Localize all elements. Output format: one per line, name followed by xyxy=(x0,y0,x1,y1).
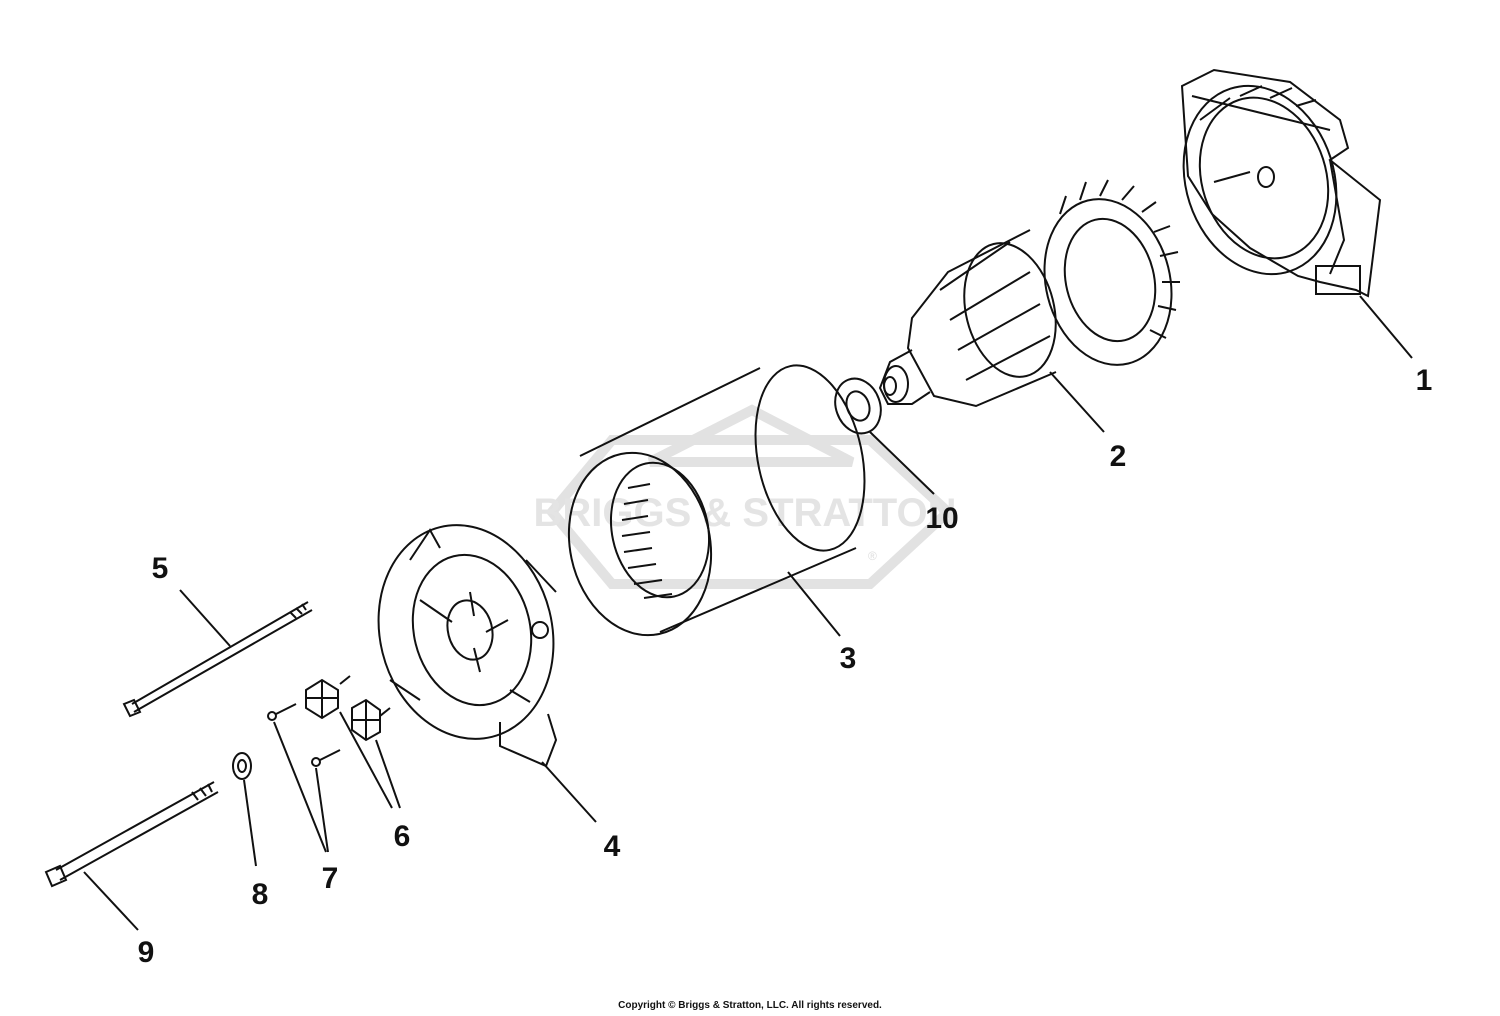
callout-1: 1 xyxy=(1416,364,1433,397)
leader-line-6a xyxy=(339,711,393,809)
leader-line-9 xyxy=(83,871,139,931)
part-5-through-bolt xyxy=(122,601,313,718)
callout-3: 3 xyxy=(840,642,857,675)
leader-line-8 xyxy=(243,779,257,867)
leader-line-1 xyxy=(1359,295,1413,359)
leader-line-7a xyxy=(273,721,327,853)
watermark-text: BRIGGS & STRATTON xyxy=(534,491,957,535)
part-1-rear-housing xyxy=(1180,68,1382,298)
callout-7: 7 xyxy=(322,862,339,895)
part-3-stator xyxy=(567,364,866,637)
part-7-screws xyxy=(267,703,341,767)
watermark-roof xyxy=(647,404,855,467)
leader-line-7b xyxy=(315,767,329,853)
leader-line-4 xyxy=(541,761,597,823)
callout-6: 6 xyxy=(394,820,411,853)
part-4-end-bell xyxy=(377,524,558,768)
leader-line-10 xyxy=(869,431,935,495)
leader-line-2 xyxy=(1049,371,1105,433)
leader-line-3 xyxy=(787,571,841,637)
part-2-rotor xyxy=(878,179,1180,408)
watermark-registered-mark: ® xyxy=(868,549,877,563)
callout-9: 9 xyxy=(138,936,155,969)
callout-10: 10 xyxy=(925,502,958,535)
callout-5: 5 xyxy=(152,552,169,585)
part-9-long-bolt xyxy=(44,781,219,888)
callout-4: 4 xyxy=(604,830,621,863)
copyright-notice: Copyright © Briggs & Stratton, LLC. All … xyxy=(618,1000,882,1011)
part-10-washer xyxy=(834,377,882,435)
leader-line-6b xyxy=(375,739,401,809)
part-8-washer xyxy=(232,752,252,780)
leader-line-5 xyxy=(179,589,231,647)
callout-8: 8 xyxy=(252,878,269,911)
callout-2: 2 xyxy=(1110,440,1127,473)
part-6-brush-holders xyxy=(305,675,391,742)
